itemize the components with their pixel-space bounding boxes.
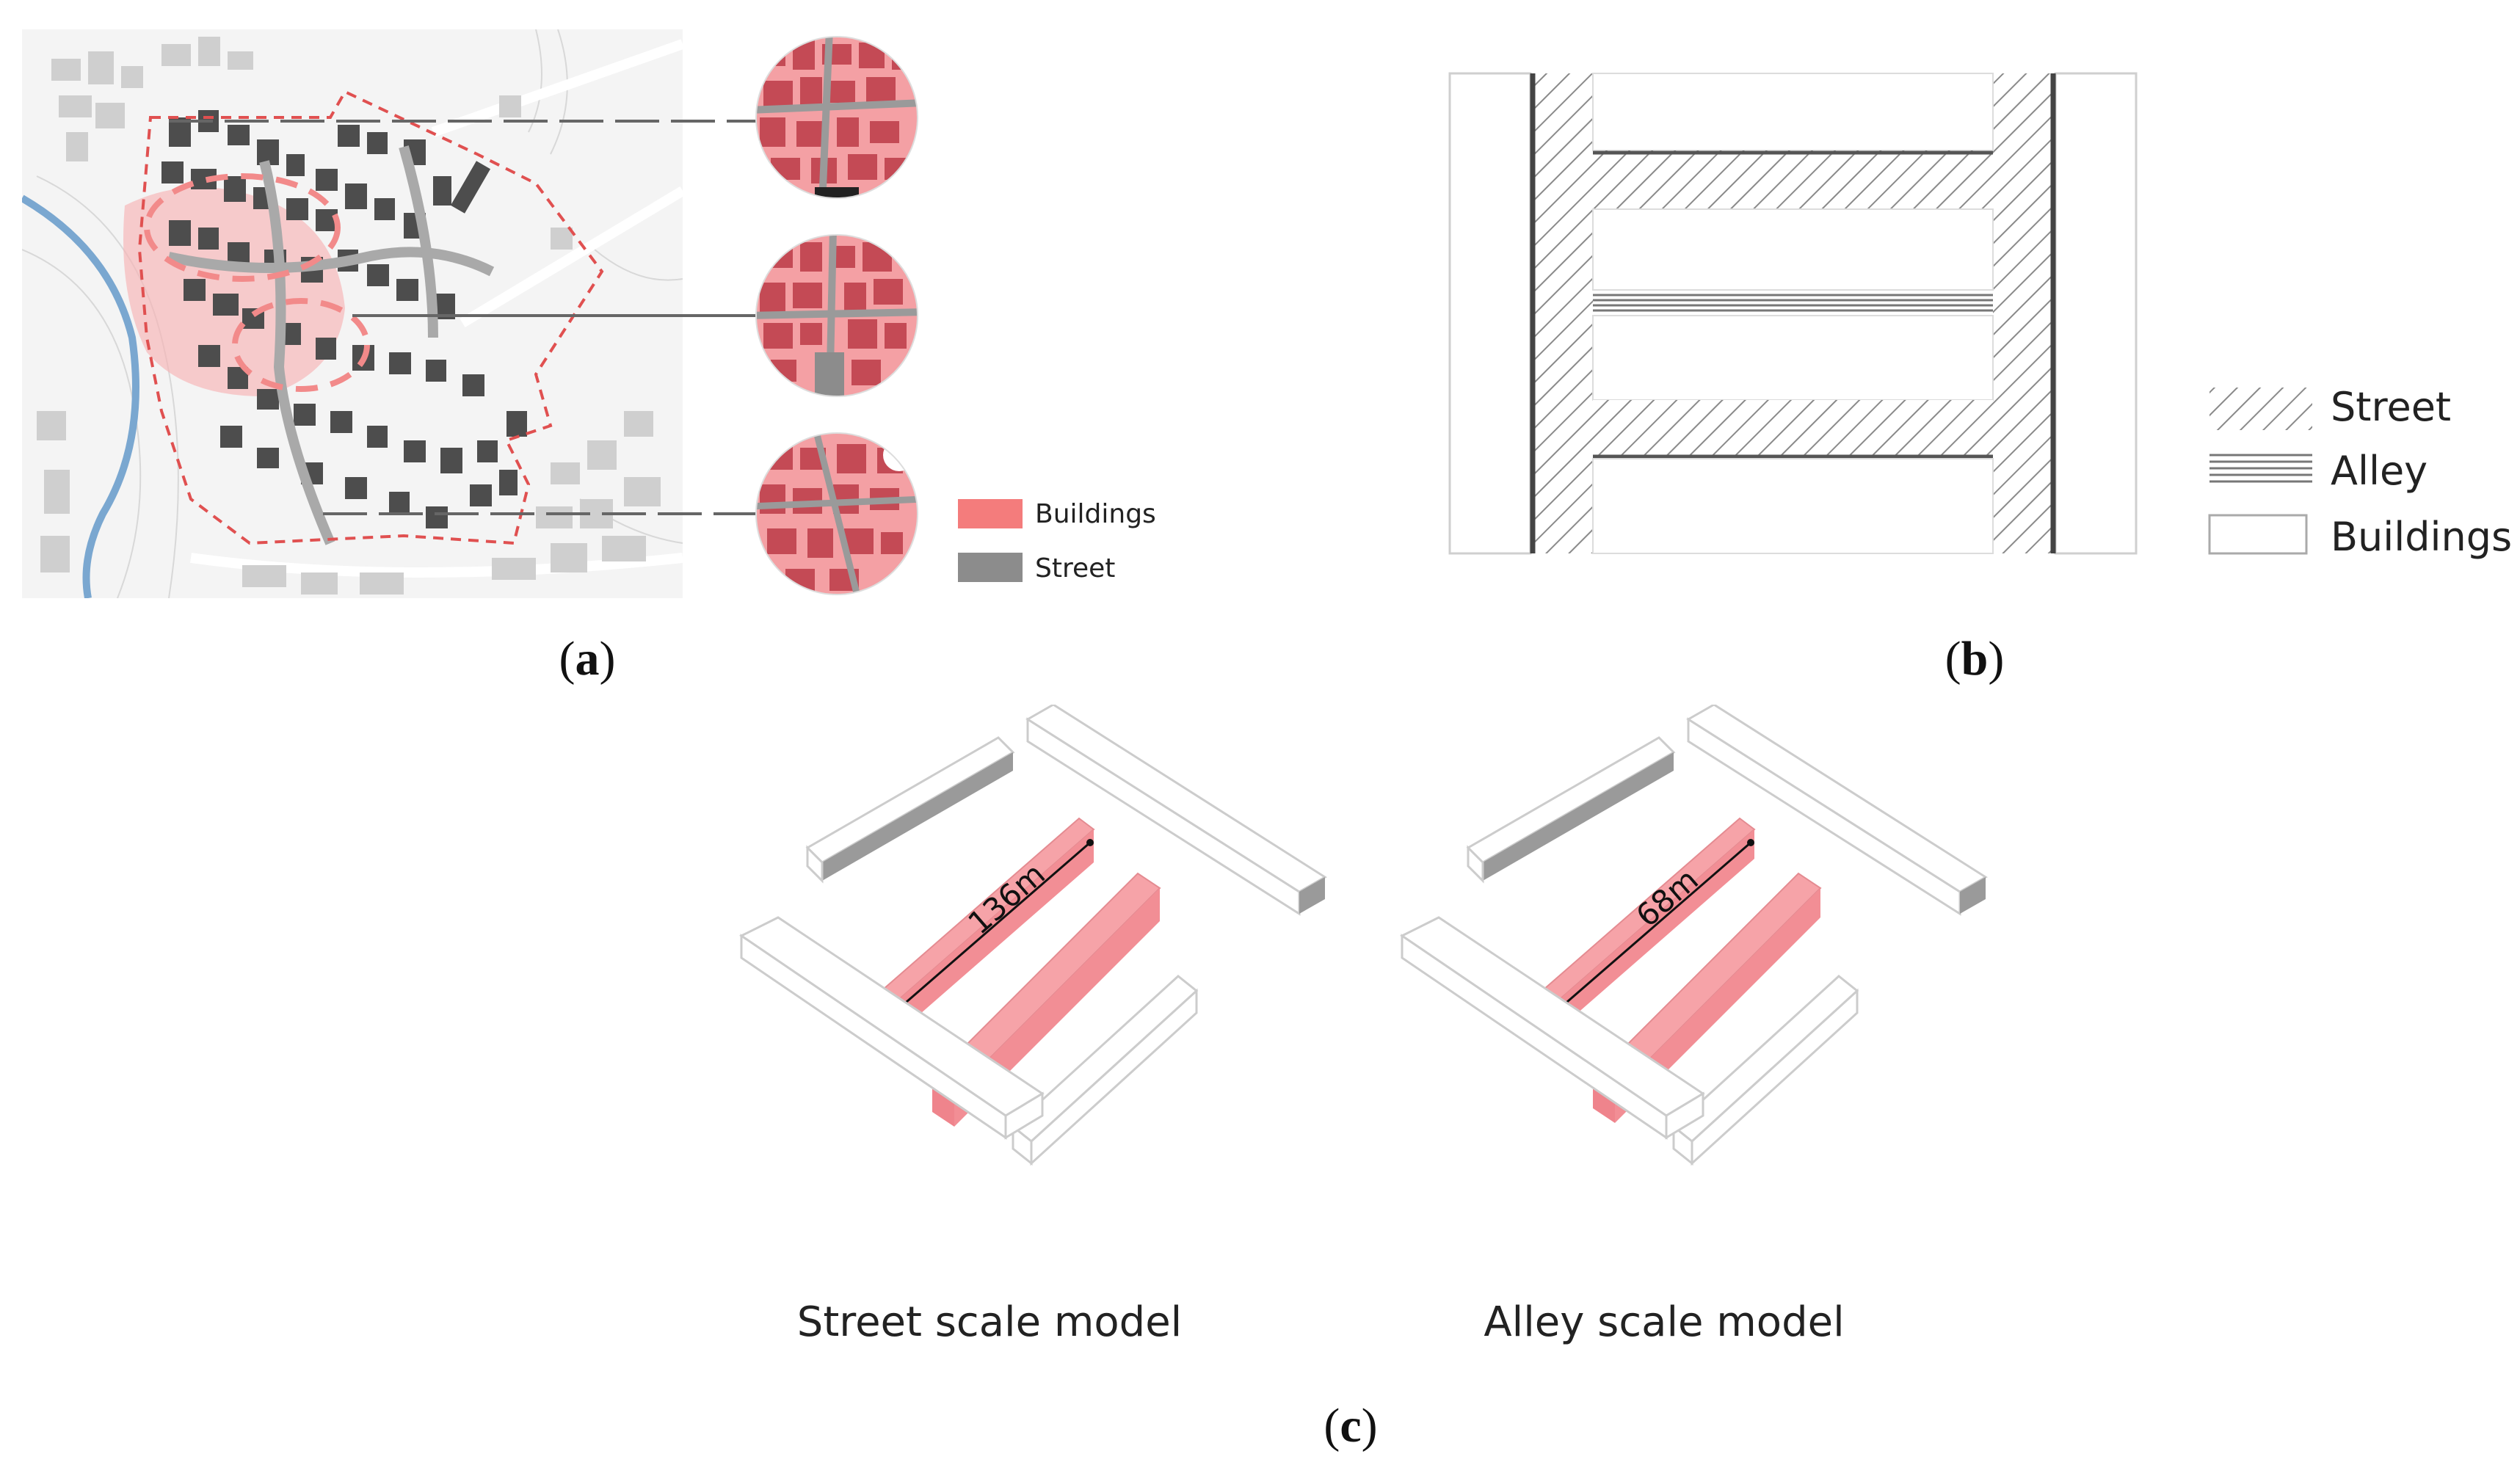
left-street <box>1530 73 1593 553</box>
caption-c: (c) <box>1323 1399 1378 1453</box>
middle-street-2 <box>1593 400 1993 459</box>
leader-lines <box>169 120 756 515</box>
site-map <box>22 29 683 598</box>
caption-a-letter: a <box>575 632 600 686</box>
surrounding-buildings <box>37 37 661 595</box>
legend-swatch-buildings <box>958 499 1023 528</box>
map-figure: Buildings Street <box>22 29 1156 598</box>
panel-a: Buildings Street <box>22 29 1241 609</box>
middle-street-1 <box>1593 150 1993 209</box>
dimension-line <box>1555 841 1751 1013</box>
caption-c-letter: c <box>1340 1399 1362 1453</box>
model-title-alley: Alley scale model <box>1484 1298 1844 1346</box>
site-boundary <box>137 90 604 545</box>
zoom-circle-1 <box>756 37 918 198</box>
river <box>22 195 139 598</box>
street-scale-model: 136m <box>739 705 1327 1166</box>
alley-scale-model: 68m <box>1400 705 1988 1166</box>
diagram-legend: Street Alley Buildings <box>2208 384 2510 560</box>
isometric-models: 136m Street scale model <box>739 705 1988 1346</box>
legend-swatch-street-hatch <box>2209 388 2312 430</box>
map-legend: Buildings Street <box>958 499 1156 584</box>
panel-c: 136m Street scale model <box>719 705 2041 1380</box>
left-building-block <box>1448 72 1532 555</box>
right-street <box>1993 73 2055 553</box>
zoom-circle-2 <box>756 235 918 396</box>
legend-label-buildings: Buildings <box>2331 514 2510 560</box>
model-title-street: Street scale model <box>797 1298 1182 1346</box>
legend-swatch-buildings-plain <box>2208 514 2308 555</box>
legend-swatch-street <box>958 553 1023 582</box>
street-alley-diagram: Street Alley Buildings <box>1448 72 2510 560</box>
legend-label-buildings: Buildings <box>1035 499 1156 529</box>
right-building-block <box>2054 72 2138 555</box>
legend-label-street: Street <box>1035 553 1115 584</box>
zoom-circle-3 <box>756 433 918 595</box>
dimension-line <box>895 841 1091 1013</box>
caption-b: (b) <box>1945 632 2005 686</box>
legend-swatch-alley-lines <box>2209 454 2312 483</box>
panel-b: Street Alley Buildings <box>1439 66 2510 580</box>
caption-a: (a) <box>559 632 616 686</box>
alley <box>1593 294 1993 312</box>
legend-label-alley: Alley <box>2331 448 2428 494</box>
caption-b-letter: b <box>1961 632 1989 686</box>
legend-label-street: Street <box>2331 384 2451 430</box>
